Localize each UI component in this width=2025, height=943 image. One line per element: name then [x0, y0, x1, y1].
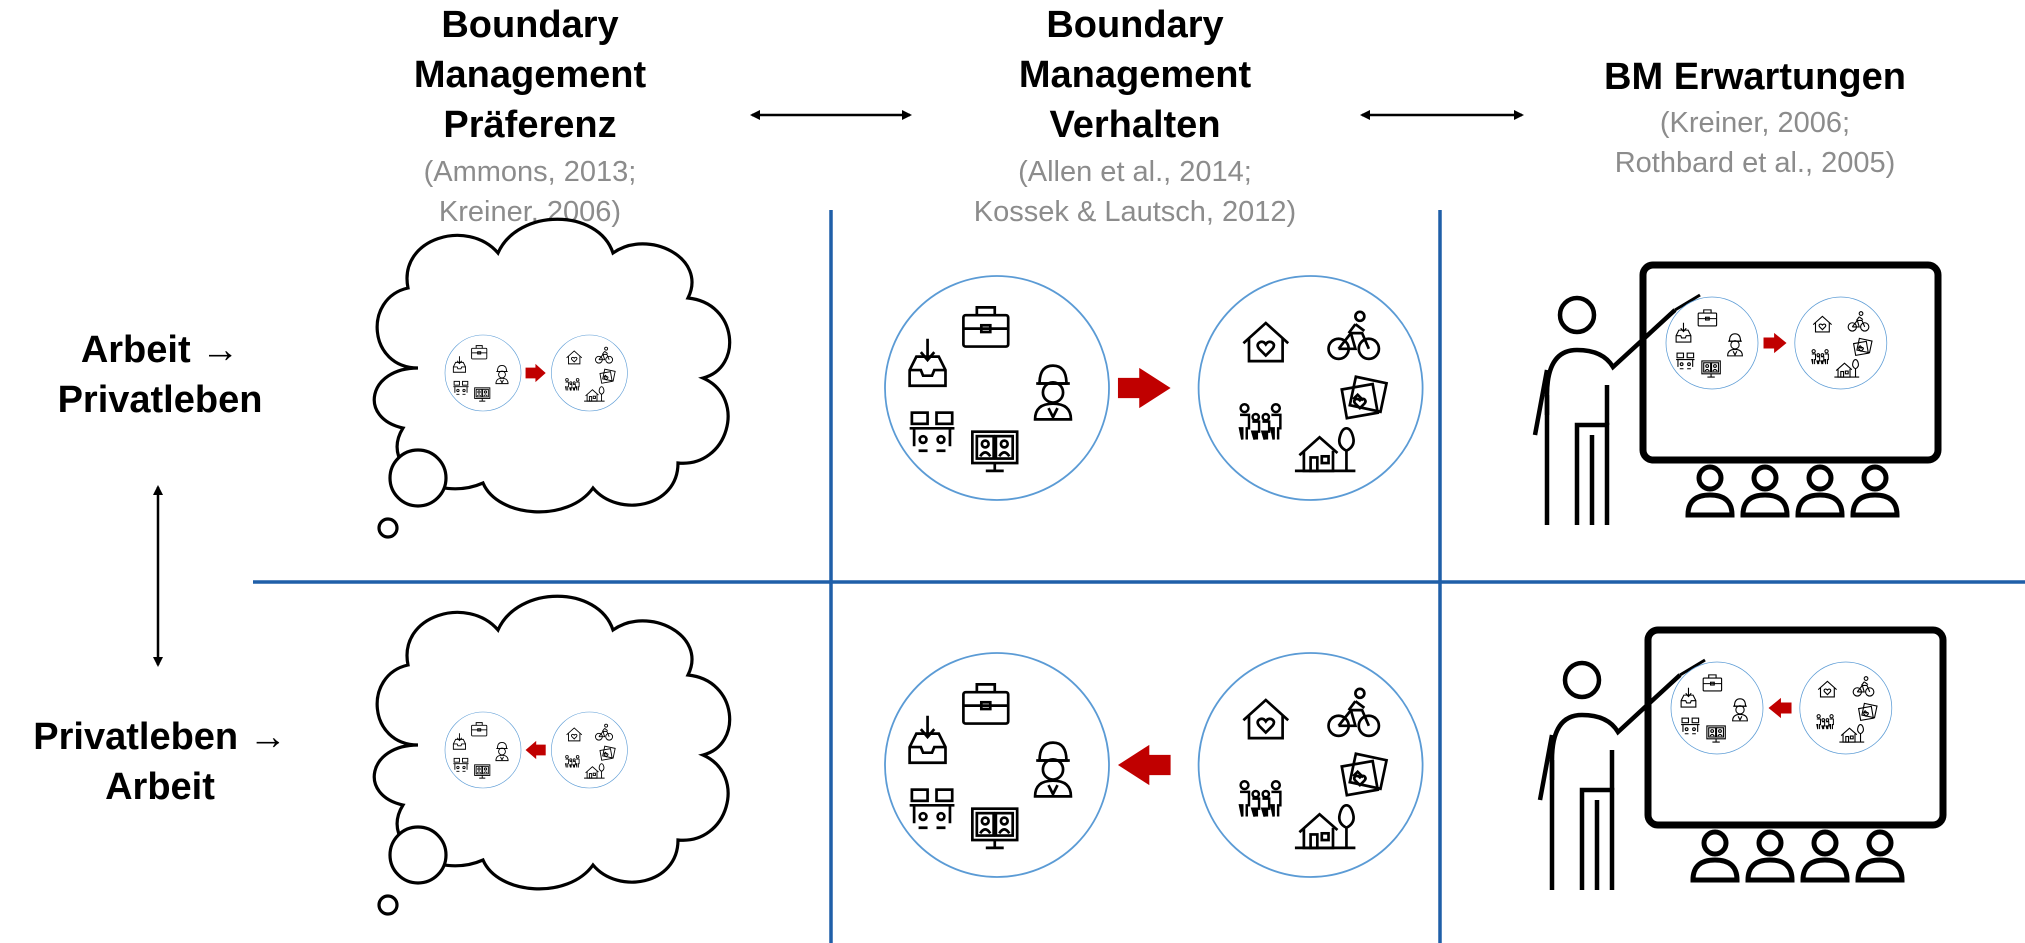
column-title-line: Verhalten	[1049, 104, 1221, 146]
column-title-behavior: Boundary Management Verhalten	[930, 0, 1340, 150]
behavior-work-to-private	[885, 276, 1423, 500]
presenter-board-icon	[1540, 630, 1943, 890]
row-label-work-to-private: Arbeit → Privatleben	[10, 325, 310, 425]
citation-line: (Kreiner, 2006;	[1659, 107, 1851, 139]
column-title-line: Boundary	[441, 4, 619, 46]
column-title-preference: Boundary Management Präferenz	[330, 0, 730, 150]
direction-arrow	[1117, 367, 1171, 409]
row-label-line: Privatleben	[57, 379, 263, 421]
column-citation-behavior: (Allen et al., 2014; Kossek & Lautsch, 2…	[930, 152, 1340, 232]
column-title-line: Boundary	[1046, 4, 1224, 46]
citation-line: Kossek & Lautsch, 2012)	[973, 196, 1297, 228]
column-citation-expectations: (Kreiner, 2006; Rothbard et al., 2005)	[1540, 103, 1970, 183]
direction-arrow	[1117, 744, 1171, 786]
row-label-private-to-work: Privatleben → Arbeit	[5, 712, 315, 812]
row-label-line: Privatleben →	[33, 716, 287, 758]
column-title-line: Management	[413, 54, 647, 96]
thought-cloud-icon	[372, 217, 732, 539]
column-title-expectations: BM Erwartungen	[1540, 52, 1970, 102]
citation-line: Rothbard et al., 2005)	[1614, 147, 1896, 179]
citation-line: (Ammons, 2013;	[423, 156, 637, 188]
row-label-line: Arbeit	[105, 766, 215, 808]
presenter-board-icon	[1535, 265, 1938, 525]
row-label-line: Arbeit →	[80, 329, 240, 371]
behavior-private-to-work	[885, 653, 1423, 877]
column-title-line: Management	[1018, 54, 1252, 96]
thought-cloud-icon	[372, 594, 732, 916]
column-title-line: Präferenz	[443, 104, 617, 146]
column-title-line: BM Erwartungen	[1604, 56, 1906, 98]
citation-line: (Allen et al., 2014;	[1018, 156, 1252, 188]
